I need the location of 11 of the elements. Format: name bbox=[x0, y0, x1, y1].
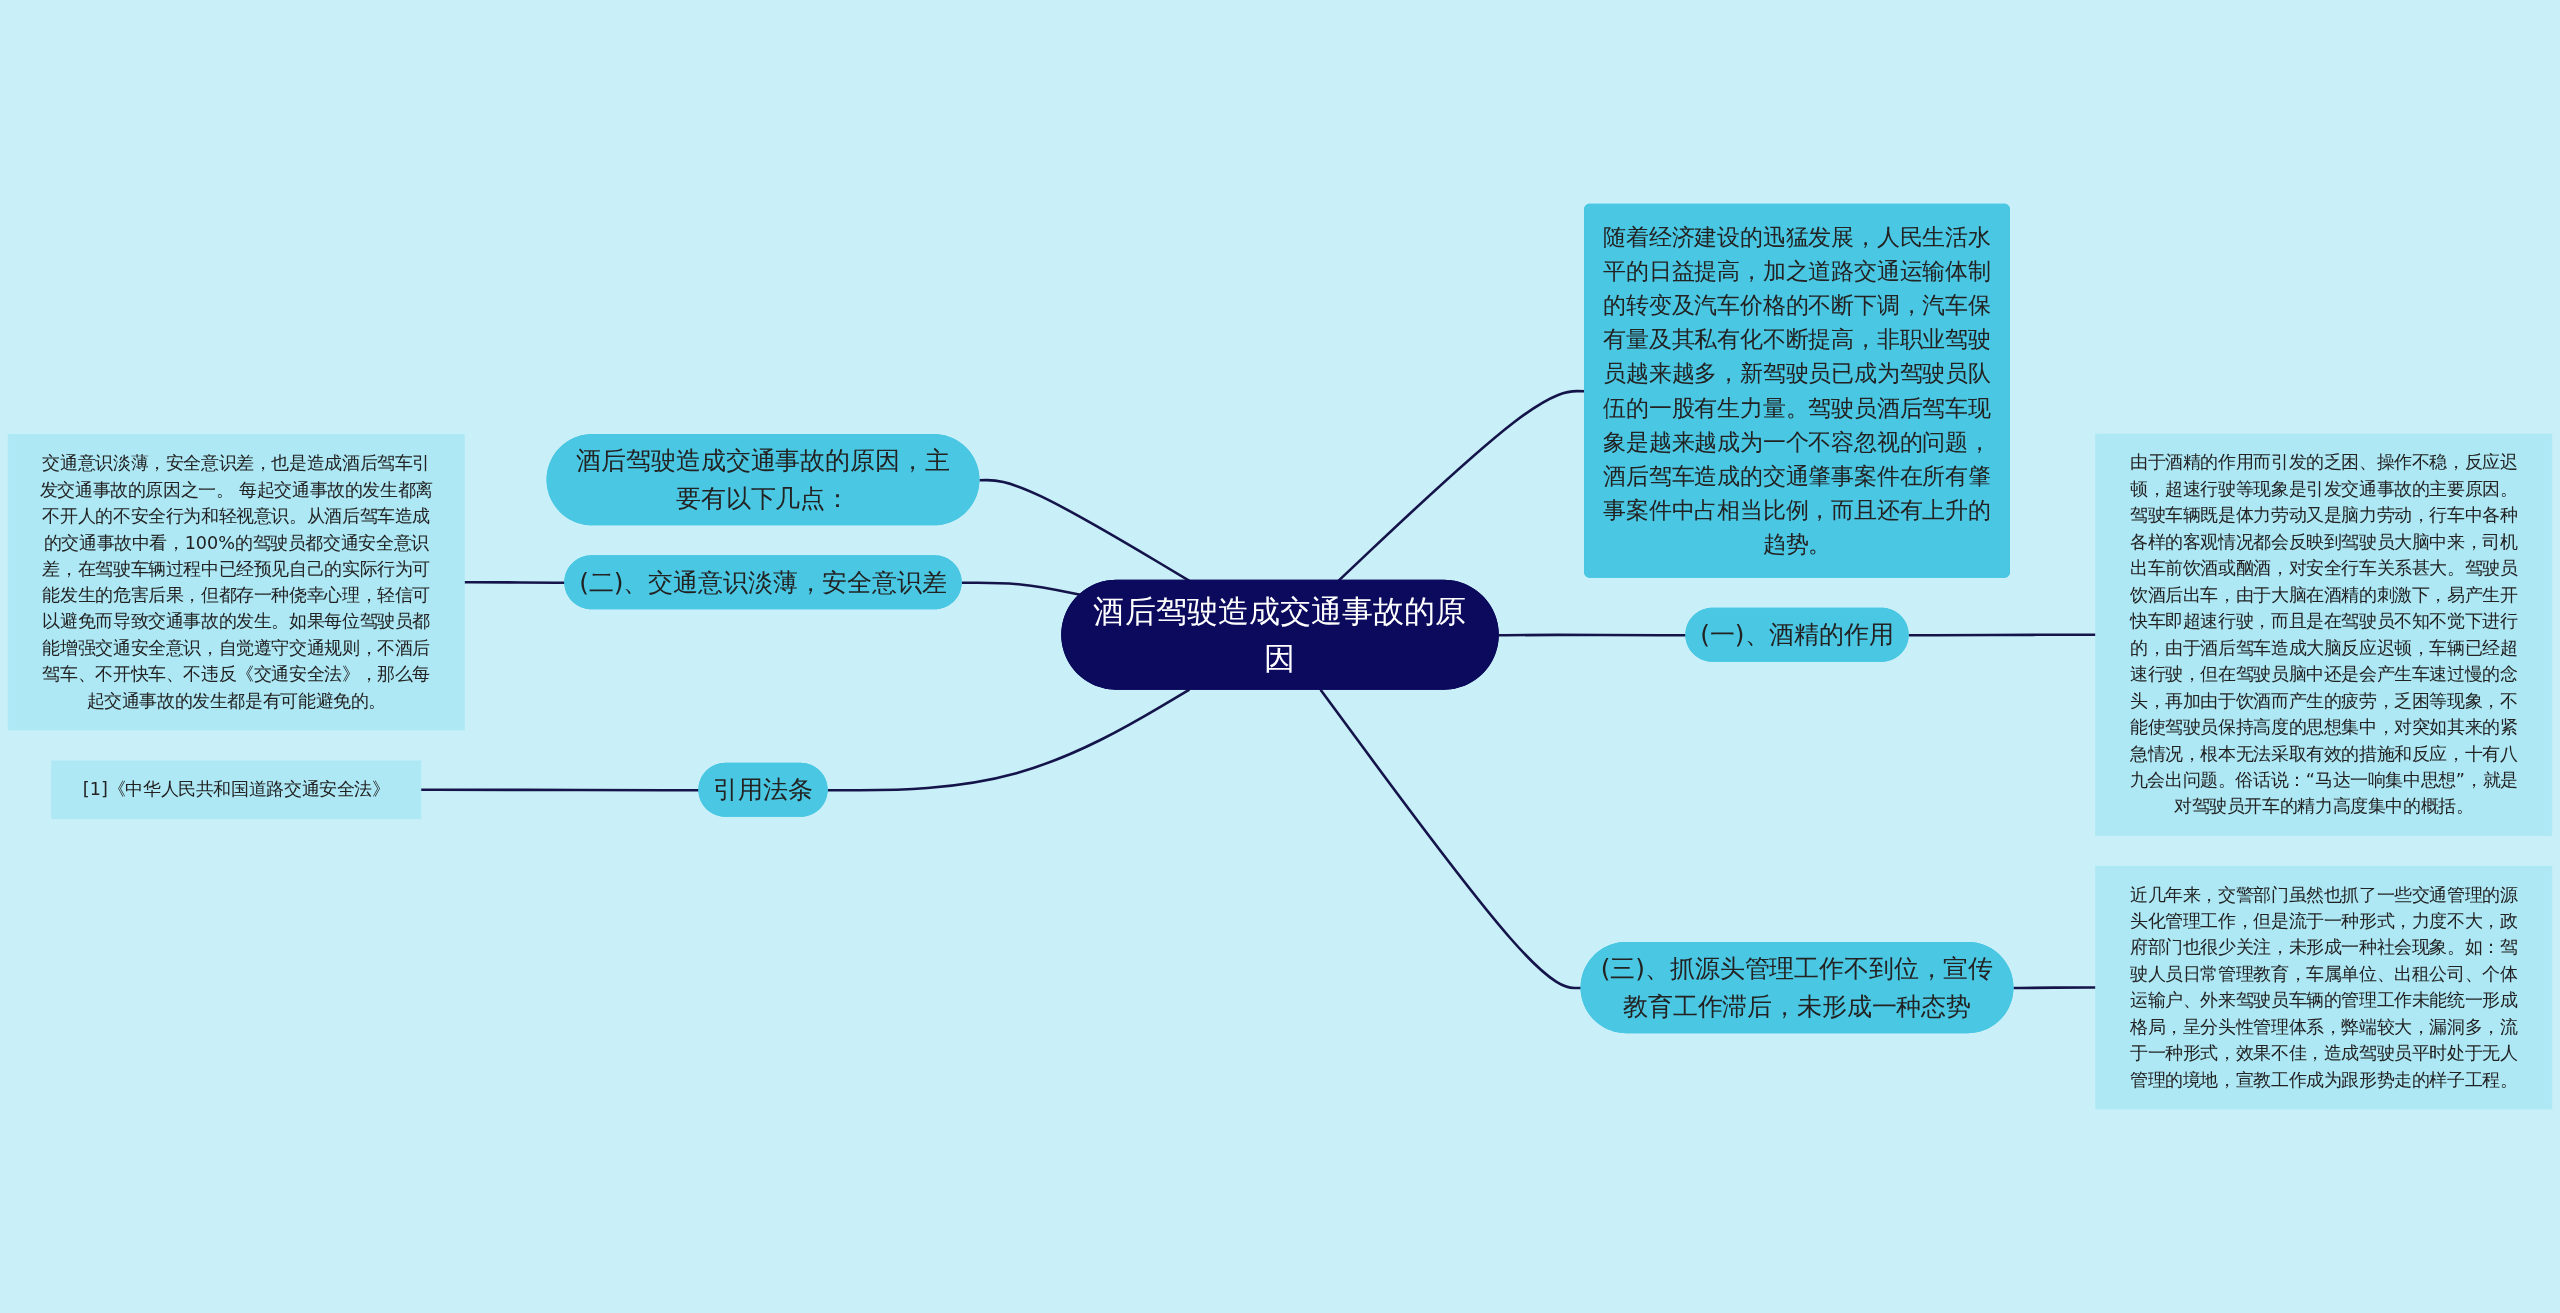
node-box: 近几年来，交警部门虽然也抓了一些交通管理的源头化管理工作，但是流于一种形式，力度不大，政府部门也很少关注，未形成一种社会现象。如：驾驶人员日常管理教育，车属单位、出租公司、个体运输户、外来驾驶员车辆的管理工作未能统一形成格局，呈分头性管理体系，弊端较大，漏洞多，流于一种形式，效果不佳，造成驾驶员平时处于无人管理的境地，宣教工作成为跟形势走的样子工程。 bbox=[2095, 865, 2553, 1110]
connector bbox=[979, 478, 1191, 582]
connector bbox=[2013, 986, 2096, 990]
node-box: [1]《中华人民共和国道路交通安全法》 bbox=[51, 760, 422, 820]
connector bbox=[1908, 633, 2096, 637]
node-box: 交通意识淡薄，安全意识差，也是造成酒后驾车引发交通事故的原因之一。 每起交通事故的发生都离不开人的不安全行为和轻视意识。从酒后驾车造成的交通事故中看，100%的驾驶员都交通安全意识差，在驾驶车辆过程中已经预见自己的实际行为可能发生的危害后果，但都存一种侥幸心理，轻信可以避免而导致交通事故的发生。如果每位驾驶员都能增强交通安全意识，自觉遵守交通规则，不酒后驾车、不开快车、不违反《交通安全法》，那么每起交通事故的发生都是有可能避免的。 bbox=[7, 434, 465, 731]
node-box: 由于酒精的作用而引发的乏困、操作不稳，反应迟顿，超速行驶等现象是引发交通事故的主要原因。驾驶车辆既是体力劳动又是脑力劳动，行车中各种各样的客观情况都会反映到驾驶员大脑中来，司机出车前饮酒或酗酒，对安全行车关系甚大。驾驶员饮酒后出车，由于大脑在酒精的刺激下，易产生开快车即超速行驶，而且是在驾驶员不知不觉下进行的，由于酒后驾车造成大脑反应迟顿，车辆已经超速行驶，但在驾驶员脑中还是会产生车速过慢的念头，再加由于饮酒而产生的疲劳，乏困等现象，不能使驾驶员保持高度的思想集中，对突如其来的紧急情况，根本无法采取有效的措施和反应，十有八九会出问题。俗话说：“马达一响集中思想”，就是对驾驶员开车的精力高度集中的概括。 bbox=[2095, 433, 2553, 836]
connector bbox=[827, 688, 1191, 792]
connector bbox=[961, 581, 1081, 597]
connector bbox=[464, 581, 566, 585]
connector bbox=[1319, 688, 1582, 990]
